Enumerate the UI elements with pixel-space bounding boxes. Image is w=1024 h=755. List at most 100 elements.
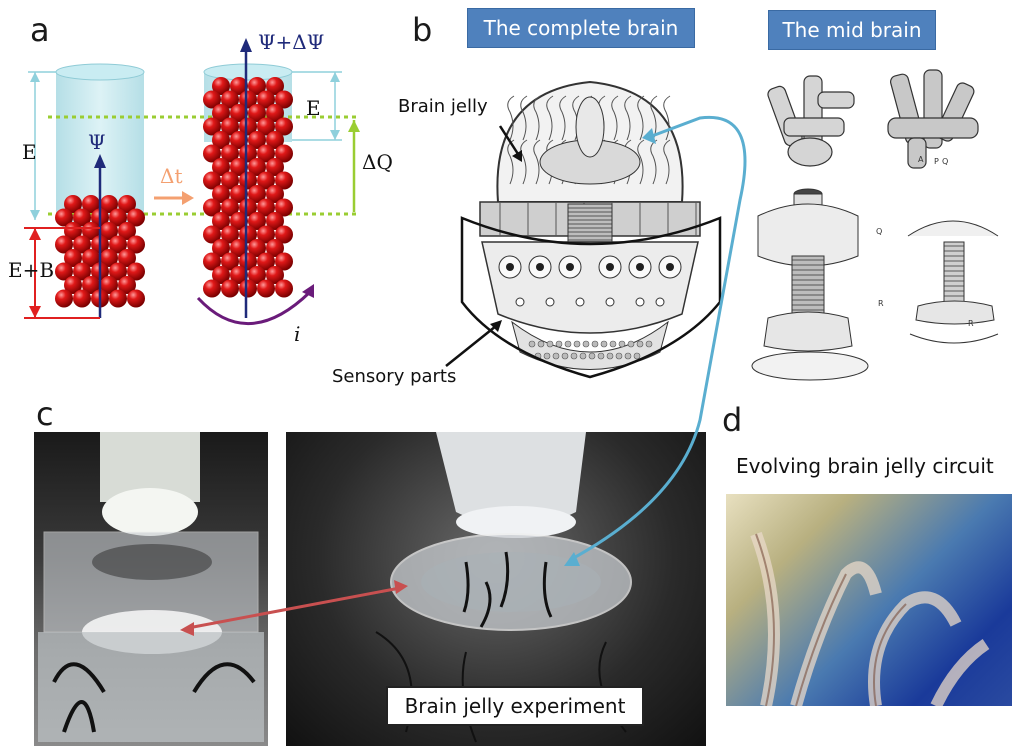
right-ball — [257, 252, 275, 271]
left-ball — [82, 222, 100, 240]
label-delta-t: Δt — [160, 164, 183, 188]
right-ball — [221, 144, 239, 163]
right-ball — [248, 158, 266, 176]
left-ball — [55, 208, 73, 227]
mid-letter-R2: R — [968, 319, 974, 328]
right-ball — [212, 77, 230, 95]
right-ball — [257, 171, 275, 190]
right-ball — [257, 90, 275, 109]
right-ball — [266, 104, 284, 122]
right-ball — [239, 252, 257, 271]
mid-letter-R1: R — [878, 299, 884, 308]
label-E-left: E — [22, 140, 37, 164]
right-ball — [266, 185, 284, 203]
panel-letter-c: c — [36, 395, 54, 433]
left-ball — [64, 276, 82, 294]
right-ball — [203, 90, 221, 109]
right-ball — [257, 279, 275, 298]
panel-letter-d: d — [722, 401, 743, 439]
right-ball-stack — [203, 77, 293, 298]
right-ball — [230, 104, 248, 122]
panel-a-diagram — [24, 38, 360, 325]
right-ball — [275, 225, 293, 244]
left-ball — [118, 195, 136, 213]
right-ball — [275, 117, 293, 136]
left-ball — [118, 276, 136, 294]
right-ball — [239, 90, 257, 109]
left-ball — [73, 262, 91, 281]
left-ball-stack — [55, 195, 145, 308]
panel-letter-a: a — [30, 11, 50, 49]
right-ball — [203, 144, 221, 163]
right-ball — [239, 171, 257, 190]
right-ball — [230, 266, 248, 284]
right-ball — [248, 131, 266, 149]
right-ball — [275, 90, 293, 109]
right-ball — [248, 239, 266, 257]
left-ball — [109, 235, 127, 254]
left-ball — [82, 276, 100, 294]
right-ball — [266, 131, 284, 149]
right-ball — [239, 279, 257, 298]
right-ball — [230, 158, 248, 176]
right-ball — [212, 104, 230, 122]
label-brain-jelly-experiment: Brain jelly experiment — [386, 686, 644, 726]
right-ball — [212, 158, 230, 176]
label-psi: Ψ — [88, 130, 106, 154]
right-ball — [203, 117, 221, 136]
left-ball — [64, 195, 82, 213]
title-evolving-circuit: Evolving brain jelly circuit — [736, 454, 994, 478]
left-ball — [100, 276, 118, 294]
mid-letter-P: P — [934, 157, 939, 166]
right-ball — [257, 225, 275, 244]
mid-letter-Q1: Q — [942, 157, 948, 166]
left-ball — [127, 289, 145, 308]
left-ball — [64, 249, 82, 267]
right-ball — [203, 225, 221, 244]
right-ball — [239, 198, 257, 217]
mid-letter-A: A — [918, 155, 924, 164]
right-ball — [248, 212, 266, 230]
left-ball — [55, 262, 73, 281]
left-ball — [100, 249, 118, 267]
right-ball — [266, 266, 284, 284]
right-ball — [221, 171, 239, 190]
left-ball — [109, 289, 127, 308]
right-ball — [212, 266, 230, 284]
right-ball — [230, 131, 248, 149]
right-ball — [221, 252, 239, 271]
right-ball — [266, 77, 284, 95]
left-ball — [109, 262, 127, 281]
right-ball — [248, 185, 266, 203]
left-ball — [82, 249, 100, 267]
left-ball — [127, 235, 145, 254]
right-ball — [203, 279, 221, 298]
right-ball — [203, 198, 221, 217]
right-ball — [212, 131, 230, 149]
left-ball — [73, 235, 91, 254]
left-ball — [64, 222, 82, 240]
right-ball — [212, 239, 230, 257]
left-ball — [73, 208, 91, 227]
right-ball — [230, 212, 248, 230]
label-sensory-parts: Sensory parts — [332, 366, 457, 387]
panel-letter-b: b — [412, 11, 433, 49]
right-ball — [230, 77, 248, 95]
right-ball — [257, 144, 275, 163]
right-ball — [212, 185, 230, 203]
right-ball — [203, 252, 221, 271]
right-ball — [221, 90, 239, 109]
photo-experiment-setup — [34, 432, 268, 746]
right-ball — [275, 144, 293, 163]
left-ball — [73, 289, 91, 308]
right-ball — [248, 77, 266, 95]
left-ball — [109, 208, 127, 227]
right-ball — [248, 266, 266, 284]
right-ball — [257, 117, 275, 136]
left-ball — [55, 289, 73, 308]
right-ball — [266, 158, 284, 176]
right-ball — [266, 212, 284, 230]
mid-brain-drawing: A P Q Q R R — [751, 69, 999, 381]
right-ball — [221, 225, 239, 244]
right-ball — [212, 212, 230, 230]
